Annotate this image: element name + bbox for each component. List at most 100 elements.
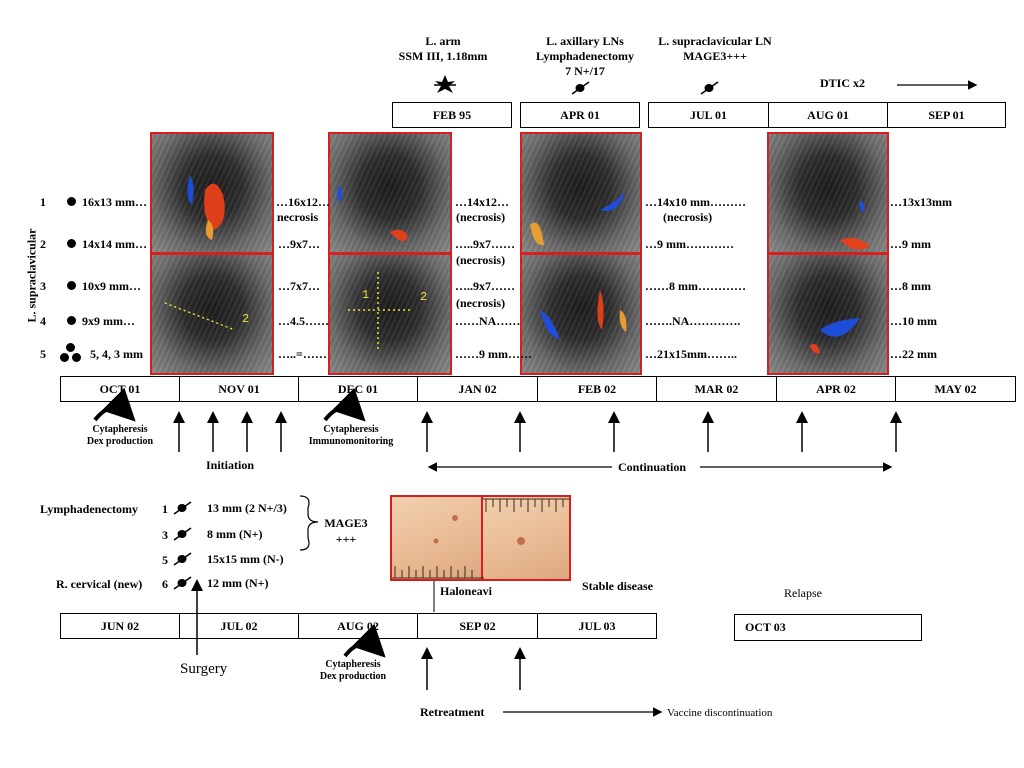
mage-line2: +++	[335, 532, 357, 546]
lesion-1-c3: …14x10 mm………	[645, 195, 746, 209]
retreatment-label: Retreatment	[420, 705, 485, 719]
main-box-4: FEB 02	[537, 376, 657, 402]
lesion-1-c1b: necrosis	[277, 210, 319, 224]
lesion-5-c4: …22 mm	[890, 347, 937, 361]
lesion-dot-5b	[60, 353, 69, 362]
surg-id-3: 3	[162, 528, 168, 542]
lesion-id-2: 2	[40, 237, 46, 251]
lesion-2-c4: …9 mm	[890, 237, 931, 251]
event-axillary-line1: L. axillary LNs	[546, 34, 624, 48]
lesion-dot-4	[67, 316, 76, 325]
bottom-box-1: JUL 02	[179, 613, 299, 639]
lesion-4-c4: …10 mm	[890, 314, 937, 328]
lesion-1-c3b: (necrosis)	[663, 210, 713, 224]
event-larm-line2: SSM III, 1.18mm	[398, 49, 488, 63]
surg-id-5: 5	[162, 553, 168, 567]
history-box-3: AUG 01	[768, 102, 888, 128]
lesion-4-c3: …….NA………….	[645, 314, 741, 328]
surg-size-1: 13 mm (2 N+/3)	[207, 501, 287, 515]
bottom-box-4: JUL 03	[537, 613, 657, 639]
lesion-4-c2: ……NA……	[455, 314, 521, 328]
lesion-4-c0: 9x9 mm…	[82, 314, 135, 328]
lesion-1-c1: …16x12…	[276, 195, 330, 209]
ultrasound-oct01-lower	[150, 253, 274, 375]
caliper-mark-dec1: 1	[362, 288, 370, 302]
lesion-1-c2b: (necrosis)	[456, 210, 506, 224]
lesion-4-c1: …4.5……	[278, 314, 329, 328]
lymphadenectomy-label: Lymphadenectomy	[40, 502, 139, 516]
stable-disease-label: Stable disease	[582, 579, 654, 593]
lesion-2-c0: 14x14 mm…	[82, 237, 147, 251]
caliper-lines	[164, 272, 410, 352]
lesion-2-c1: …9x7…	[278, 237, 320, 251]
cyta3-line2: Dex production	[319, 671, 387, 682]
caliper-mark-oct: 2	[242, 312, 250, 326]
cyta3-line1: Cytapheresis	[325, 659, 381, 670]
lesion-3-c3: ……8 mm…………	[645, 279, 746, 293]
lesion-dot-2	[67, 239, 76, 248]
ultrasound-dec01-lower	[328, 253, 452, 375]
surg-id-6: 6	[162, 577, 168, 591]
haloneavi-label: Haloneavi	[440, 584, 493, 598]
r-cervical-label: R. cervical (new)	[56, 577, 143, 591]
surg-size-5: 15x15 mm (N-)	[207, 552, 284, 566]
lesion-dot-1	[67, 197, 76, 206]
cyta2-line2: Immunomonitoring	[308, 436, 394, 447]
mage-line1: MAGE3	[324, 516, 368, 530]
relapse-label: Relapse	[784, 586, 822, 600]
surg-size-6: 12 mm (N+)	[207, 576, 269, 590]
initiation-label: Initiation	[206, 458, 255, 472]
lesion-dot-3	[67, 281, 76, 290]
history-box-4: SEP 01	[887, 102, 1006, 128]
lesion-id-5: 5	[40, 347, 46, 361]
continuation-label: Continuation	[618, 460, 687, 474]
caliper-mark-dec2: 2	[420, 290, 428, 304]
lesion-1-c4: …13x13mm	[890, 195, 952, 209]
history-box-1: APR 01	[520, 102, 640, 128]
doppler-flow	[187, 175, 870, 354]
history-box-0: FEB 95	[392, 102, 512, 128]
lesion-3-c2b: (necrosis)	[456, 296, 506, 310]
lesion-2-c2: …..9x7……	[455, 237, 515, 251]
lesion-dot-5a	[66, 343, 75, 352]
melanoma-star-icon	[434, 75, 456, 93]
event-dtic: DTIC x2	[820, 76, 866, 90]
relapse-box: OCT 03	[734, 614, 922, 641]
lesion-3-c1: …7x7…	[278, 279, 320, 293]
main-box-5: MAR 02	[656, 376, 777, 402]
lesion-5-c3: …21x15mm……..	[645, 347, 737, 361]
lesion-3-c4: …8 mm	[890, 279, 931, 293]
lesion-1-c2: …14x12…	[455, 195, 509, 209]
lesion-3-c2: …..9x7……	[455, 279, 515, 293]
lesion-id-4: 4	[40, 314, 46, 328]
ultrasound-apr02-lower	[767, 253, 889, 375]
event-larm-line1: L. arm	[425, 34, 461, 48]
main-box-7: MAY 02	[895, 376, 1016, 402]
bottom-box-3: SEP 02	[417, 613, 538, 639]
event-axillary-line2: Lymphadenectomy	[535, 49, 634, 63]
main-box-6: APR 02	[776, 376, 896, 402]
ultrasound-feb02-upper	[520, 132, 642, 254]
event-axillary-line3: 7 N+/17	[565, 64, 605, 78]
lesion-3-c0: 10x9 mm…	[82, 279, 141, 293]
lesion-2-c3: …9 mm…………	[645, 237, 734, 251]
event-supraclav-line2: MAGE3+++	[683, 49, 747, 63]
ultrasound-dec01-upper	[328, 132, 452, 254]
vaccine-discontinuation-label: Vaccine discontinuation	[667, 707, 773, 719]
lesion-id-3: 3	[40, 279, 46, 293]
surgery-label: Surgery	[180, 661, 228, 677]
cyta1-line1: Cytapheresis	[92, 424, 148, 435]
cyta1-line2: Dex production	[86, 436, 154, 447]
surg-id-1: 1	[162, 502, 168, 516]
lesion-5-c0: 5, 4, 3 mm	[90, 347, 143, 361]
surg-size-3: 8 mm (N+)	[207, 527, 263, 541]
cyta2-line1: Cytapheresis	[323, 424, 379, 435]
bottom-box-0: JUN 02	[60, 613, 180, 639]
event-supraclav-line1: L. supraclavicular LN	[658, 34, 772, 48]
lesion-1-c0: 16x13 mm…	[82, 195, 147, 209]
lymph-node-icon	[571, 81, 719, 95]
lesion-5-c2: ……9 mm……	[455, 347, 532, 361]
